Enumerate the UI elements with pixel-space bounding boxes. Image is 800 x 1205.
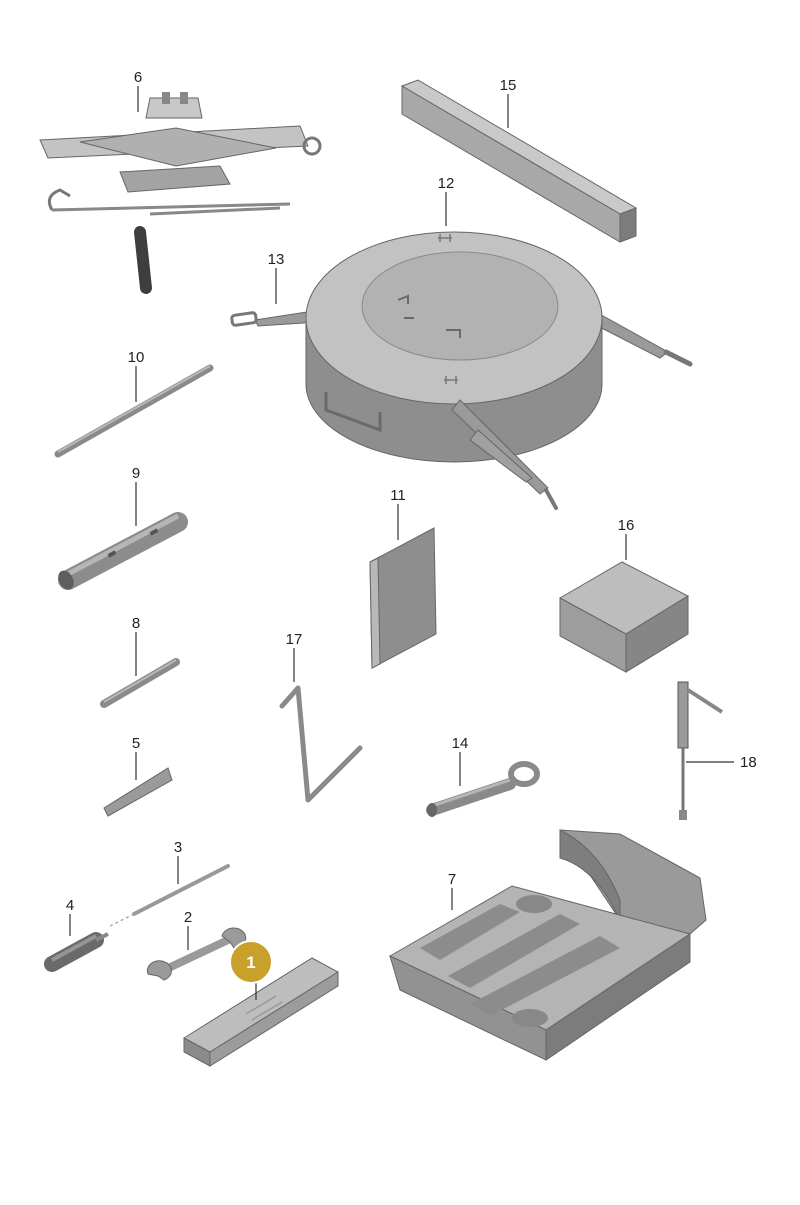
part-1-tool-case[interactable] [183,957,339,1067]
part-3-screwdriver-blade[interactable] [109,864,230,927]
callout-label-13[interactable]: 13 [268,251,285,268]
callout-label-17[interactable]: 17 [286,631,303,648]
part-7-foam-tray[interactable] [388,829,707,1061]
callout-labels: 6 15 12 13 10 9 11 16 8 17 14 5 18 7 3 4… [66,69,757,926]
part-16-box[interactable] [558,561,690,673]
callout-label-10[interactable]: 10 [128,349,145,366]
part-8-pin[interactable] [100,658,180,708]
callout-label-7[interactable]: 7 [448,871,456,888]
callout-label-18[interactable]: 18 [740,754,757,771]
leader-lines [69,86,734,1000]
callout-label-5[interactable]: 5 [132,735,140,752]
part-12-wheel-bag[interactable] [230,231,693,510]
part-2-wrench[interactable] [146,927,247,981]
part-15-bar[interactable] [400,79,638,243]
callout-label-11[interactable]: 11 [390,487,406,504]
callout-label-2[interactable]: 2 [184,909,192,926]
part-17-wire[interactable] [279,685,363,803]
callout-label-3[interactable]: 3 [174,839,182,856]
part-9-tube[interactable] [55,512,188,592]
callout-label-8[interactable]: 8 [132,615,140,632]
callout-label-1: 1 [246,953,255,972]
callout-label-9[interactable]: 9 [132,465,140,482]
callout-badge-1[interactable]: 1 [229,940,273,984]
part-6-jack[interactable] [39,92,322,294]
callout-label-15[interactable]: 15 [500,77,517,94]
callout-label-4[interactable]: 4 [66,897,74,914]
part-18-tool[interactable] [677,681,724,820]
part-4-screwdriver-handle[interactable] [44,932,109,972]
part-10-rod[interactable] [54,364,214,458]
callout-label-14[interactable]: 14 [452,735,469,752]
callout-label-12[interactable]: 12 [438,175,455,192]
callout-label-16[interactable]: 16 [618,517,635,534]
part-11-pad[interactable] [369,527,437,669]
part-5-blade[interactable] [103,767,173,817]
callout-label-6[interactable]: 6 [134,69,142,86]
part-14-towing-eye[interactable] [426,761,540,817]
